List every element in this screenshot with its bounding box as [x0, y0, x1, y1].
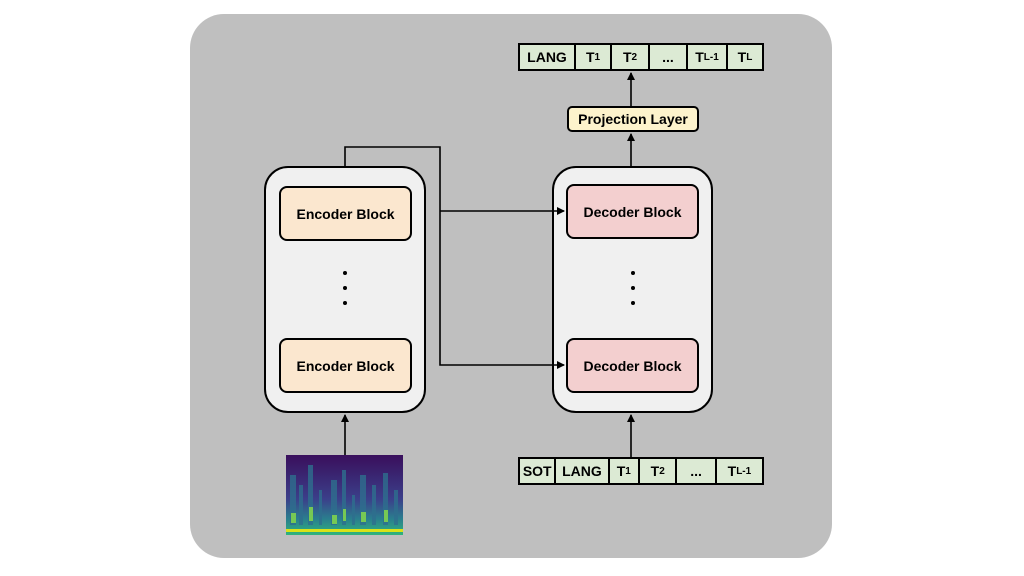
decoder-block-bottom: Decoder Block: [566, 338, 699, 393]
spectrogram-image: [286, 455, 403, 535]
input-token: LANG: [556, 459, 610, 483]
input-token: ...: [677, 459, 717, 483]
projection-layer: Projection Layer: [567, 106, 699, 132]
decoder-ellipsis: [630, 271, 636, 316]
encoder-block-top: Encoder Block: [279, 186, 412, 241]
output-token: LANG: [520, 45, 576, 69]
output-token: ...: [650, 45, 688, 69]
encoder-block-bottom: Encoder Block: [279, 338, 412, 393]
encoder-ellipsis: [342, 271, 348, 316]
decoder-block-top: Decoder Block: [566, 184, 699, 239]
input-token: SOT: [520, 459, 557, 483]
